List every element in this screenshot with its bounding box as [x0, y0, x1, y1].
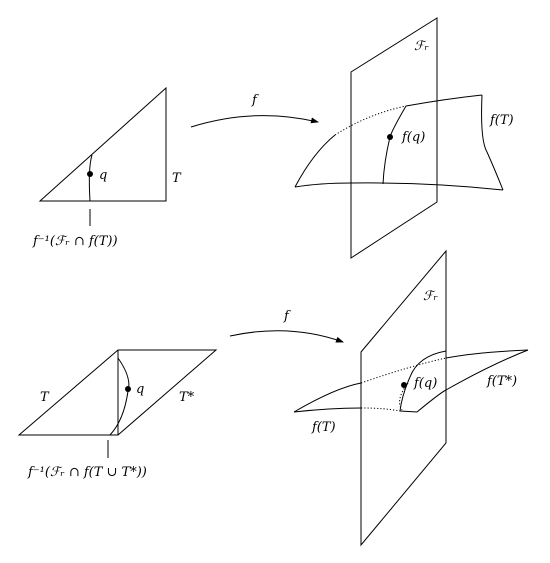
- image-point-fq: [387, 134, 393, 140]
- parallelogram-t-tstar: [17, 349, 218, 436]
- fT-bottom-edge-hidden: [360, 407, 401, 412]
- fT-top-edge: [293, 382, 362, 413]
- image-point-fq-bottom: [401, 382, 407, 388]
- label-surface: f(T): [489, 113, 514, 128]
- label-preimage: f⁻¹(ℱᵣ ∩ f(T)): [32, 234, 118, 249]
- label-fTstar: f(T*): [486, 374, 517, 389]
- label-q-bottom: q: [136, 382, 144, 397]
- label-tstar: T*: [179, 390, 195, 405]
- point-q: [87, 171, 93, 177]
- point-q-bottom: [125, 386, 131, 392]
- shared-edge-image: [399, 410, 418, 413]
- top-diagram: q T f⁻¹(ℱᵣ ∩ f(T)) f ℱᵣ f(q) f(T): [32, 17, 514, 259]
- label-arrow-f: f: [251, 93, 259, 108]
- label-fq: f(q): [401, 130, 425, 145]
- surface-bottom-edge-right: [350, 182, 504, 191]
- fTstar-front-edge: [416, 389, 447, 413]
- fTstar-back-edge: [445, 349, 529, 391]
- surface-top-edge-front: [294, 134, 336, 188]
- label-arrow-f-bottom: f: [283, 309, 291, 324]
- label-plane: ℱᵣ: [414, 39, 429, 54]
- surface-bottom-edge-left: [294, 182, 352, 188]
- triangle-t: [38, 86, 167, 202]
- label-q: q: [99, 168, 107, 183]
- fT-top-edge-back: [445, 349, 529, 359]
- label-plane-bottom: ℱᵣ: [423, 289, 438, 304]
- label-fq-bottom: f(q): [413, 376, 437, 391]
- map-arrow-bottom: [229, 330, 344, 343]
- image-curve: [382, 105, 407, 185]
- bottom-diagram: q T T* f⁻¹(ℱᵣ ∩ f(T ∪ T*)) f ℱᵣ f(q) f(T…: [17, 249, 529, 547]
- surface-top-edge-hidden: [334, 105, 407, 136]
- map-arrow: [190, 115, 319, 128]
- plane-fr: [350, 17, 438, 259]
- label-t: T: [172, 171, 182, 186]
- preimage-curve: [88, 154, 93, 202]
- fT-top-edge-hidden: [360, 357, 447, 384]
- fT-bottom-edge: [293, 407, 362, 413]
- label-t-bottom: T: [40, 390, 50, 405]
- preimage-curve-bottom: [109, 357, 130, 436]
- plane-fr-bottom: [360, 249, 447, 547]
- surface-right-edge: [481, 94, 504, 191]
- label-preimage-bottom: f⁻¹(ℱᵣ ∩ f(T ∪ T*)): [27, 465, 147, 480]
- image-curve-bottom-front: [399, 350, 447, 412]
- surface-top-edge-back: [405, 94, 483, 107]
- label-fT-bottom: f(T): [311, 420, 336, 435]
